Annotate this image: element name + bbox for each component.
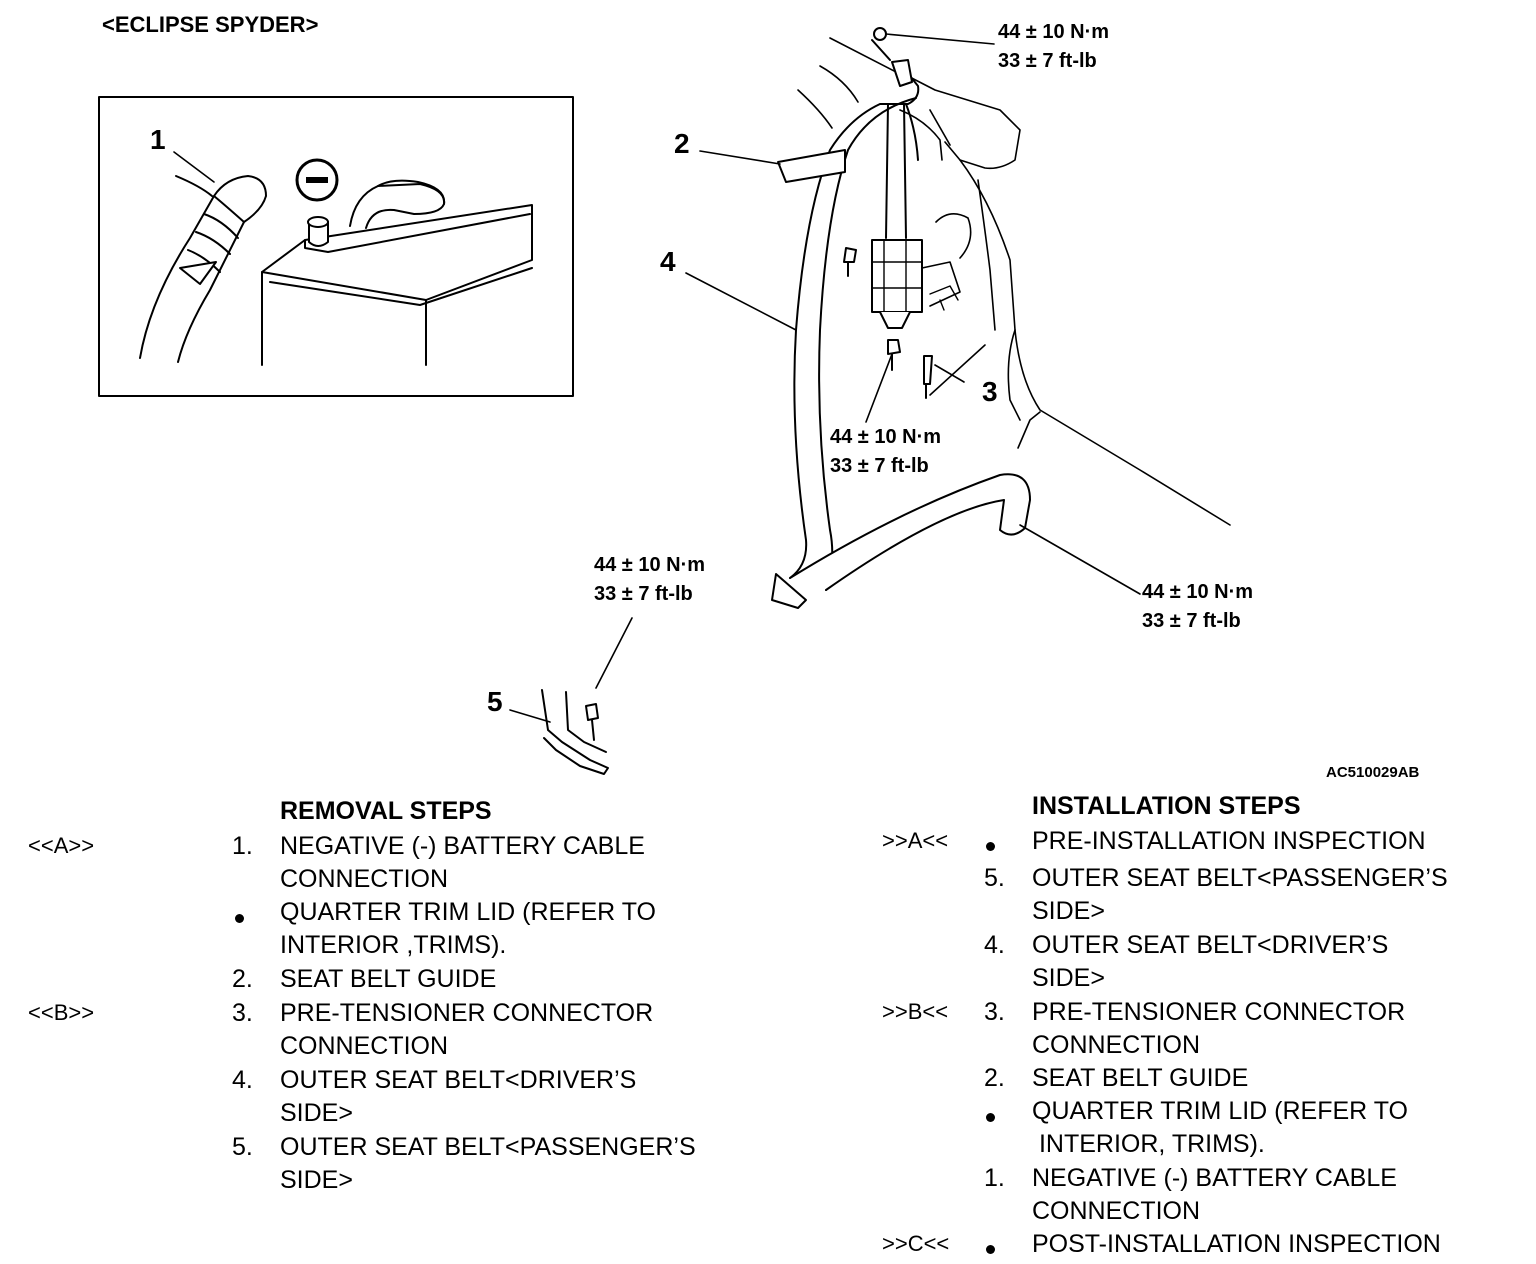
negative-terminal-icon bbox=[295, 158, 339, 202]
removal-step-line1: OUTER SEAT BELT<DRIVER’S bbox=[280, 1066, 637, 1094]
removal-step-num: 4. bbox=[232, 1066, 253, 1094]
installation-step-line2: SIDE> bbox=[1032, 897, 1105, 925]
removal-step-line2: INTERIOR ,TRIMS). bbox=[280, 931, 507, 959]
installation-step-num: 1. bbox=[984, 1164, 1005, 1192]
removal-step-line2: SIDE> bbox=[280, 1166, 353, 1194]
installation-step-line1: QUARTER TRIM LID (REFER TO bbox=[1032, 1097, 1408, 1125]
installation-step-line1: OUTER SEAT BELT<PASSENGER’S bbox=[1032, 864, 1448, 892]
model-header: <ECLIPSE SPYDER> bbox=[102, 12, 319, 37]
installation-bullet bbox=[986, 842, 995, 851]
installation-step-line1: POST-INSTALLATION INSPECTION bbox=[1032, 1230, 1441, 1258]
installation-step-num: 5. bbox=[984, 864, 1005, 892]
removal-step-num: 1. bbox=[232, 832, 253, 860]
callout-4: 4 bbox=[660, 246, 676, 277]
removal-title: REMOVAL STEPS bbox=[280, 797, 492, 825]
removal-step-line1: NEGATIVE (-) BATTERY CABLE bbox=[280, 832, 645, 860]
installation-step-line2: CONNECTION bbox=[1032, 1197, 1201, 1225]
removal-step-line2: SIDE> bbox=[280, 1099, 353, 1127]
removal-step-line2: CONNECTION bbox=[280, 865, 449, 893]
removal-step-num: 3. bbox=[232, 999, 253, 1027]
callout-3: 3 bbox=[982, 376, 998, 407]
battery-inset bbox=[98, 96, 574, 397]
installation-ref-c: >>C<< bbox=[882, 1231, 950, 1256]
outer-seat-belt bbox=[771, 27, 1031, 609]
installation-step-line2: SIDE> bbox=[1032, 964, 1105, 992]
installation-step-line1: NEGATIVE (-) BATTERY CABLE bbox=[1032, 1164, 1397, 1192]
removal-step-line1: PRE-TENSIONER CONNECTOR bbox=[280, 999, 654, 1027]
installation-step-line1: OUTER SEAT BELT<DRIVER’S bbox=[1032, 931, 1389, 959]
callout-2: 2 bbox=[674, 128, 690, 159]
removal-ref-a: <<A>> bbox=[28, 833, 95, 858]
installation-step-line1: SEAT BELT GUIDE bbox=[1032, 1064, 1249, 1092]
body-outline bbox=[797, 37, 1231, 526]
removal-step-num: 5. bbox=[232, 1133, 253, 1161]
installation-step-line1: PRE-INSTALLATION INSPECTION bbox=[1032, 827, 1426, 855]
installation-bullet bbox=[986, 1245, 995, 1254]
installation-bullet bbox=[986, 1113, 995, 1122]
retractor bbox=[843, 213, 972, 399]
removal-step-line1: OUTER SEAT BELT<PASSENGER’S bbox=[280, 1133, 696, 1161]
installation-step-num: 3. bbox=[984, 998, 1005, 1026]
installation-step-line1: PRE-TENSIONER CONNECTOR bbox=[1032, 998, 1406, 1026]
figure-code: AC510029AB bbox=[1326, 764, 1420, 781]
installation-ref-a: >>A<< bbox=[882, 828, 949, 853]
callout-1: 1 bbox=[150, 124, 166, 155]
installation-step-line2: INTERIOR, TRIMS). bbox=[1032, 1130, 1265, 1158]
removal-step-num: 2. bbox=[232, 965, 253, 993]
callout-5: 5 bbox=[487, 686, 503, 717]
installation-ref-b: >>B<< bbox=[882, 999, 949, 1024]
removal-bullet bbox=[235, 914, 244, 923]
removal-step-line1: SEAT BELT GUIDE bbox=[280, 965, 497, 993]
buckle-bracket bbox=[541, 689, 609, 775]
installation-step-num: 4. bbox=[984, 931, 1005, 959]
installation-title: INSTALLATION STEPS bbox=[1032, 792, 1301, 820]
installation-step-num: 2. bbox=[984, 1064, 1005, 1092]
leader-lines bbox=[173, 33, 1141, 723]
removal-step-line1: QUARTER TRIM LID (REFER TO bbox=[280, 898, 656, 926]
removal-step-line2: CONNECTION bbox=[280, 1032, 449, 1060]
installation-step-line2: CONNECTION bbox=[1032, 1031, 1201, 1059]
removal-ref-b: <<B>> bbox=[28, 1000, 95, 1025]
